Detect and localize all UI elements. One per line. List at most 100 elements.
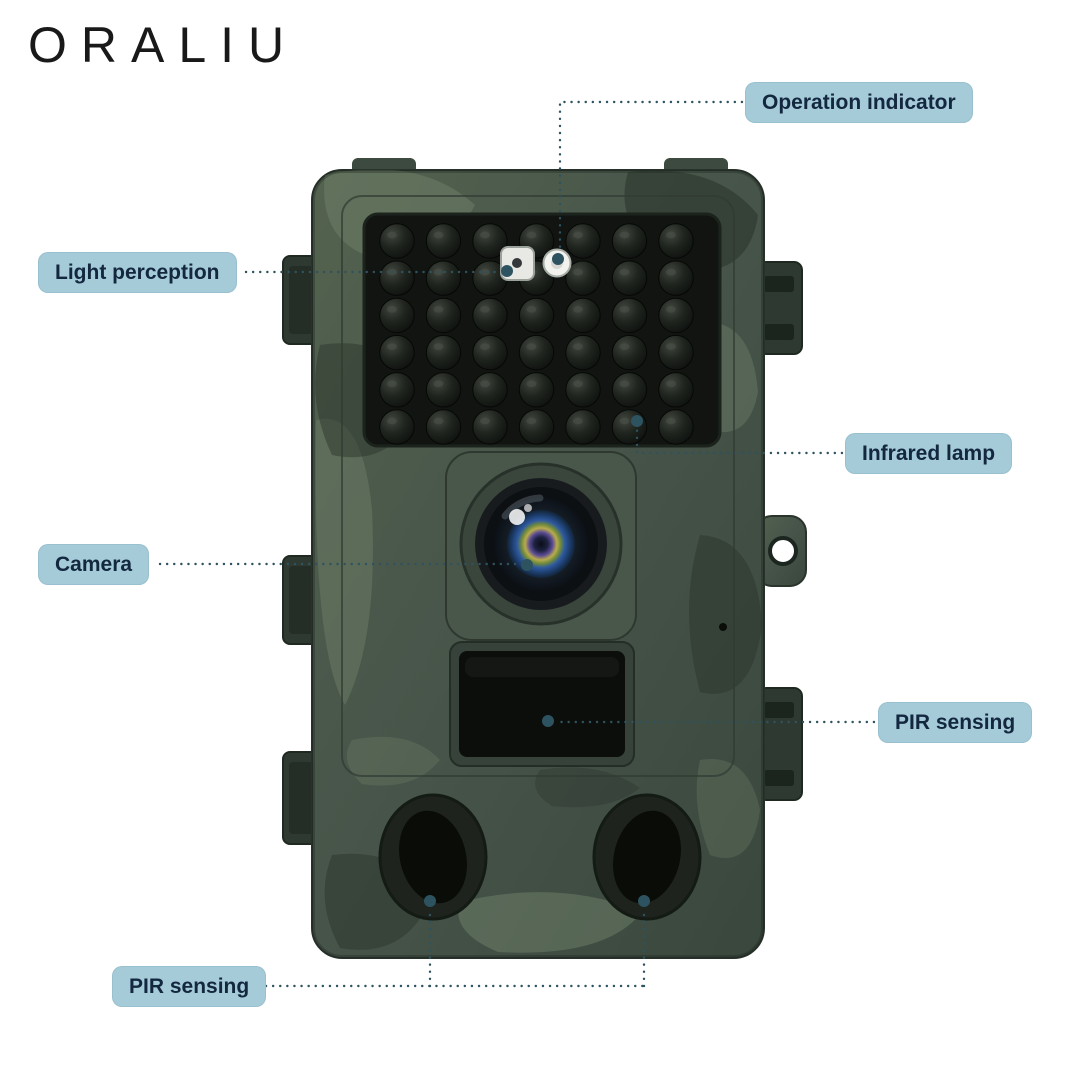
infrared-led-dome	[518, 334, 555, 371]
infrared-led-dome	[658, 260, 694, 296]
led-dome-highlight	[526, 231, 537, 239]
hinge-block	[282, 555, 320, 645]
infrared-led-dome	[565, 223, 601, 259]
connector-dot	[552, 253, 564, 265]
infrared-led-dome	[379, 297, 415, 334]
led-dome-highlight	[480, 417, 490, 425]
infrared-led-dome	[379, 372, 415, 408]
led-dome-highlight	[619, 380, 630, 388]
led-dome-highlight	[526, 306, 537, 313]
right-latches	[757, 261, 803, 801]
infrared-led-dome	[658, 409, 694, 445]
led-dome-highlight	[619, 343, 630, 350]
led-dome-highlight	[433, 417, 444, 425]
led-dome-highlight	[387, 343, 397, 350]
led-dome-highlight	[573, 268, 583, 276]
infrared-led-dome	[611, 334, 648, 371]
hinge-block	[282, 751, 320, 845]
led-dome-highlight	[573, 380, 583, 388]
infrared-led-dome	[379, 223, 415, 259]
connector-dot	[542, 715, 554, 727]
side-pir-sensor-right	[592, 793, 702, 921]
led-dome-highlight	[433, 306, 444, 313]
infrared-led-dome	[611, 297, 648, 334]
led-dome-highlight	[666, 306, 676, 313]
led-dome-highlight	[619, 268, 630, 276]
led-dome-highlight	[619, 231, 630, 239]
connector-dot	[424, 895, 436, 907]
connector-infrared-lamp	[635, 428, 844, 455]
led-dome-highlight	[433, 231, 444, 239]
callout-connectors	[158, 100, 876, 988]
callout-light-perception: Light perception	[38, 252, 237, 293]
brand-logo: ORALIU	[28, 17, 299, 73]
strap-hole	[768, 536, 798, 566]
infrared-led-dome	[565, 409, 601, 445]
latch-block	[757, 261, 803, 355]
led-dome-highlight	[573, 306, 583, 313]
faceplate-seam	[341, 195, 735, 777]
infrared-led-dome	[658, 372, 694, 408]
infrared-led-dome	[518, 297, 555, 334]
led-dome-highlight	[573, 417, 583, 425]
led-dome-highlight	[619, 417, 630, 425]
camera-lens	[445, 451, 637, 641]
infrared-led-dome	[565, 334, 601, 371]
infrared-led-dome	[658, 223, 694, 259]
infrared-led-dome	[472, 223, 508, 259]
infrared-led-dome	[565, 297, 601, 334]
infrared-led-dome	[379, 409, 415, 445]
infrared-led-dome	[658, 297, 694, 334]
led-dome-highlight	[387, 231, 397, 239]
infrared-led-dome	[658, 334, 694, 371]
infrared-led-dome	[611, 409, 648, 445]
infrared-led-dome	[472, 409, 508, 445]
led-dome-highlight	[480, 380, 490, 388]
connector-dot	[501, 265, 513, 277]
infrared-led-dome	[518, 409, 555, 445]
led-dome-highlight	[666, 231, 676, 239]
infrared-led-dome	[425, 409, 462, 445]
led-dome-highlight	[526, 417, 537, 425]
infrared-led-dome	[379, 334, 415, 371]
infrared-led-dome	[425, 334, 462, 371]
led-dome-highlight	[526, 380, 537, 388]
led-dome-highlight	[526, 343, 537, 350]
callout-infrared-lamp: Infrared lamp	[845, 433, 1013, 474]
led-dome-highlight	[387, 417, 397, 425]
infrared-led-dome	[379, 260, 415, 296]
side-pir-sensor-left	[378, 793, 488, 921]
infrared-led-dome	[611, 260, 648, 296]
infrared-led-dome	[472, 372, 508, 408]
led-dome-highlight	[480, 343, 490, 350]
callout-pir-sensing-right: PIR sensing	[878, 702, 1033, 743]
infrared-led-dome	[425, 297, 462, 334]
led-dome-highlight	[433, 380, 444, 388]
led-dome-highlight	[619, 306, 630, 313]
led-dome-highlight	[573, 343, 583, 350]
callout-operation-indicator: Operation indicator	[745, 82, 973, 123]
infrared-led-dome	[611, 372, 648, 408]
connector-dot	[521, 559, 533, 571]
pir-sensor-window	[449, 641, 635, 767]
infrared-led-dome	[565, 260, 601, 296]
led-dome-highlight	[387, 380, 397, 388]
led-dome-highlight	[666, 417, 676, 425]
infrared-led-grid	[379, 223, 694, 445]
infrared-led-dome	[425, 223, 462, 259]
infrared-led-dome	[425, 372, 462, 408]
led-dome-highlight	[480, 231, 490, 239]
infrared-led-dome	[425, 260, 462, 296]
strap-mount-tab	[755, 515, 807, 587]
infrared-led-dome	[611, 223, 648, 259]
callout-camera: Camera	[38, 544, 150, 585]
led-dome-highlight	[480, 306, 490, 313]
connector-dot	[638, 895, 650, 907]
connector-dot	[631, 415, 643, 427]
led-dome-highlight	[666, 380, 676, 388]
led-dome-highlight	[433, 343, 444, 350]
led-dome-highlight	[573, 231, 583, 239]
infrared-led-dome	[472, 334, 508, 371]
infrared-led-dome	[518, 372, 555, 408]
